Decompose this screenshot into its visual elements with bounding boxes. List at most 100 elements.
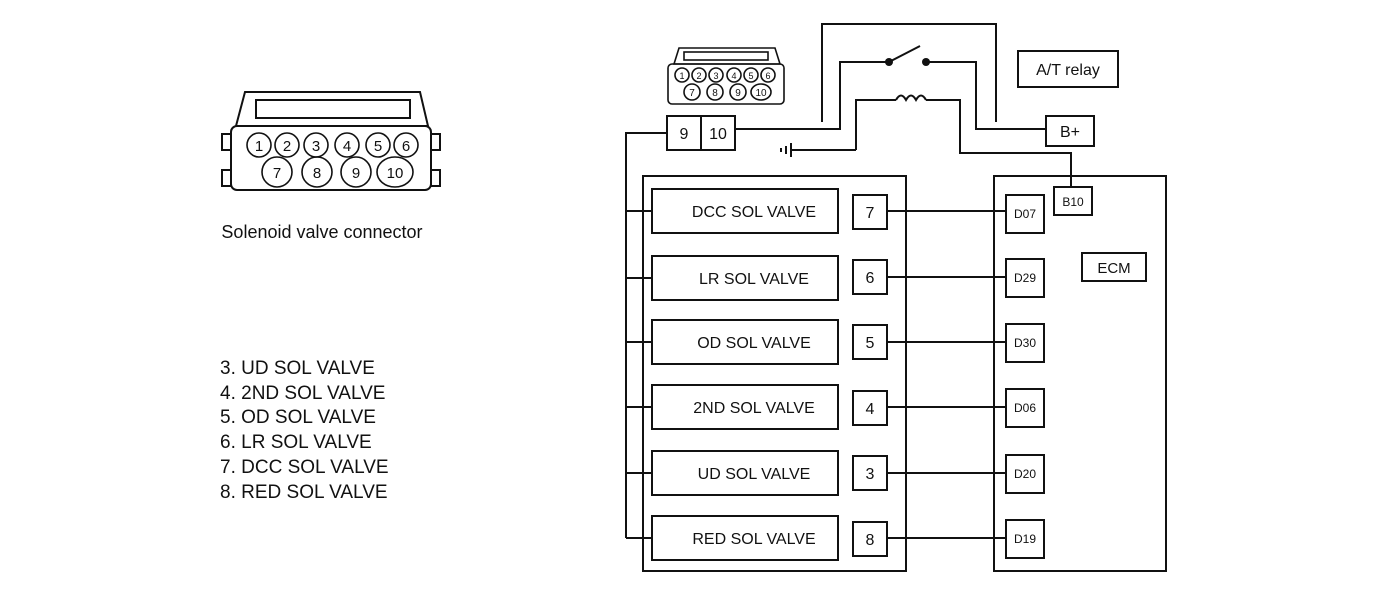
small-connector-pin: 2: [691, 67, 707, 83]
small-connector-pin: 3: [708, 67, 724, 83]
ecm-pin-b10-label: B10: [1062, 195, 1084, 209]
svg-text:5: 5: [748, 71, 753, 81]
small-connector-pin: 5: [743, 67, 759, 83]
relay-label-box: [1017, 50, 1119, 88]
connector-pin: 10: [376, 156, 414, 188]
svg-text:3: 3: [713, 71, 718, 81]
valve-name: OD SOL VALVE: [697, 335, 811, 352]
svg-text:7: 7: [689, 88, 695, 99]
small-connector-drawing: 1 2 3 4 5 6 7 8 9 10: [667, 47, 785, 105]
power-pin-10: 10: [709, 126, 727, 143]
small-connector-pin: 10: [750, 83, 772, 101]
ecm-pin-box: [1005, 194, 1045, 234]
connector-pin: 5: [365, 132, 391, 158]
valve-box: [651, 515, 839, 561]
valve-legend: 3. UD SOL VALVE 4. 2ND SOL VALVE 5. OD S…: [220, 358, 389, 503]
legend-item: 5. OD SOL VALVE: [220, 407, 376, 428]
svg-text:3: 3: [312, 138, 320, 155]
valve-row: 2ND SOL VALVE 4 D06: [651, 384, 1045, 430]
valve-pin: 6: [866, 270, 875, 287]
ecm-pin: D06: [1014, 401, 1036, 415]
valve-row: OD SOL VALVE 5 D30: [651, 319, 1045, 365]
connector-pin: 3: [303, 132, 329, 158]
connector-caption: Solenoid valve connector: [221, 222, 422, 242]
legend-item: 8. RED SOL VALVE: [220, 482, 388, 503]
connector-pin: 6: [393, 132, 419, 158]
connector-pin: 7: [261, 156, 293, 188]
ecm-pin-box: [1005, 388, 1045, 428]
valve-pin: 5: [866, 335, 875, 352]
valve-pin: 7: [866, 205, 875, 222]
battery-label: B+: [1060, 124, 1080, 141]
small-connector-pin: 6: [760, 67, 776, 83]
svg-text:1: 1: [255, 138, 263, 155]
svg-text:8: 8: [313, 165, 321, 182]
valve-pin: 3: [866, 466, 875, 483]
svg-text:6: 6: [402, 138, 410, 155]
svg-text:6: 6: [765, 71, 770, 81]
valve-name: 2ND SOL VALVE: [693, 400, 815, 417]
valve-name: RED SOL VALVE: [692, 531, 815, 548]
valve-row: DCC SOL VALVE 7 D07: [651, 188, 1045, 234]
legend-item: 7. DCC SOL VALVE: [220, 457, 389, 478]
relay-label: A/T relay: [1036, 62, 1100, 79]
connector-pin: 1: [246, 132, 272, 158]
ecm-pin: D20: [1014, 467, 1036, 481]
switch-arm: [888, 45, 921, 63]
svg-text:10: 10: [387, 165, 404, 182]
svg-text:4: 4: [343, 138, 351, 155]
connector-pin: 2: [274, 132, 300, 158]
svg-text:9: 9: [735, 88, 741, 99]
valve-name: UD SOL VALVE: [698, 466, 811, 483]
solenoid-connector-drawing: 1 2 3 4 5 6 7 8 9 10: [221, 91, 441, 191]
solenoid-enclosure: [642, 175, 907, 572]
ecm-pin: D07: [1014, 207, 1036, 221]
common-bus: [625, 132, 667, 538]
svg-text:9: 9: [352, 165, 360, 182]
small-connector-pin: 8: [706, 83, 724, 101]
valve-box: [651, 450, 839, 496]
valve-box: [651, 319, 839, 365]
small-connector-pin: 7: [683, 83, 701, 101]
svg-text:5: 5: [374, 138, 382, 155]
valve-box: [651, 384, 839, 430]
valve-row: UD SOL VALVE 3 D20: [651, 450, 1045, 496]
valve-pin-box: [852, 259, 888, 295]
battery-box: [1045, 115, 1095, 147]
ecm-pin-box: [1005, 323, 1045, 363]
connector-pin: 4: [334, 132, 360, 158]
connector-pin: 9: [340, 156, 372, 188]
ecm-pin: D29: [1014, 271, 1036, 285]
ecm-pin-box: [1005, 454, 1045, 494]
small-connector-pin: 1: [674, 67, 690, 83]
svg-text:2: 2: [696, 71, 701, 81]
ecm-label: ECM: [1097, 260, 1130, 277]
valve-pin: 4: [866, 401, 875, 418]
svg-text:7: 7: [273, 165, 281, 182]
svg-text:4: 4: [731, 71, 736, 81]
ecm-pin: D19: [1014, 532, 1036, 546]
valve-name: DCC SOL VALVE: [692, 204, 816, 221]
connector-pin: 8: [301, 156, 333, 188]
valve-box: [651, 188, 839, 234]
ecm-label-box: [1081, 252, 1147, 282]
valve-pin-box: [852, 455, 888, 491]
legend-item: 3. UD SOL VALVE: [220, 358, 375, 379]
svg-text:1: 1: [679, 71, 684, 81]
small-connector-pin: 4: [726, 67, 742, 83]
legend-item: 6. LR SOL VALVE: [220, 432, 372, 453]
ecm-box: [993, 175, 1167, 572]
valve-row: RED SOL VALVE 8 D19: [651, 515, 1045, 561]
power-pin-box: 9 10: [666, 115, 736, 151]
power-pin-9: 9: [680, 126, 689, 143]
ecm-pin-box: [1005, 519, 1045, 559]
small-connector-pin: 9: [729, 83, 747, 101]
svg-text:2: 2: [283, 138, 291, 155]
relay-coil: [895, 94, 927, 103]
ecm-pin-b10: [1053, 186, 1093, 216]
valve-name: LR SOL VALVE: [699, 271, 809, 288]
relay-circuit: [735, 23, 1072, 187]
svg-text:10: 10: [755, 88, 767, 99]
valve-pin: 8: [866, 532, 875, 549]
